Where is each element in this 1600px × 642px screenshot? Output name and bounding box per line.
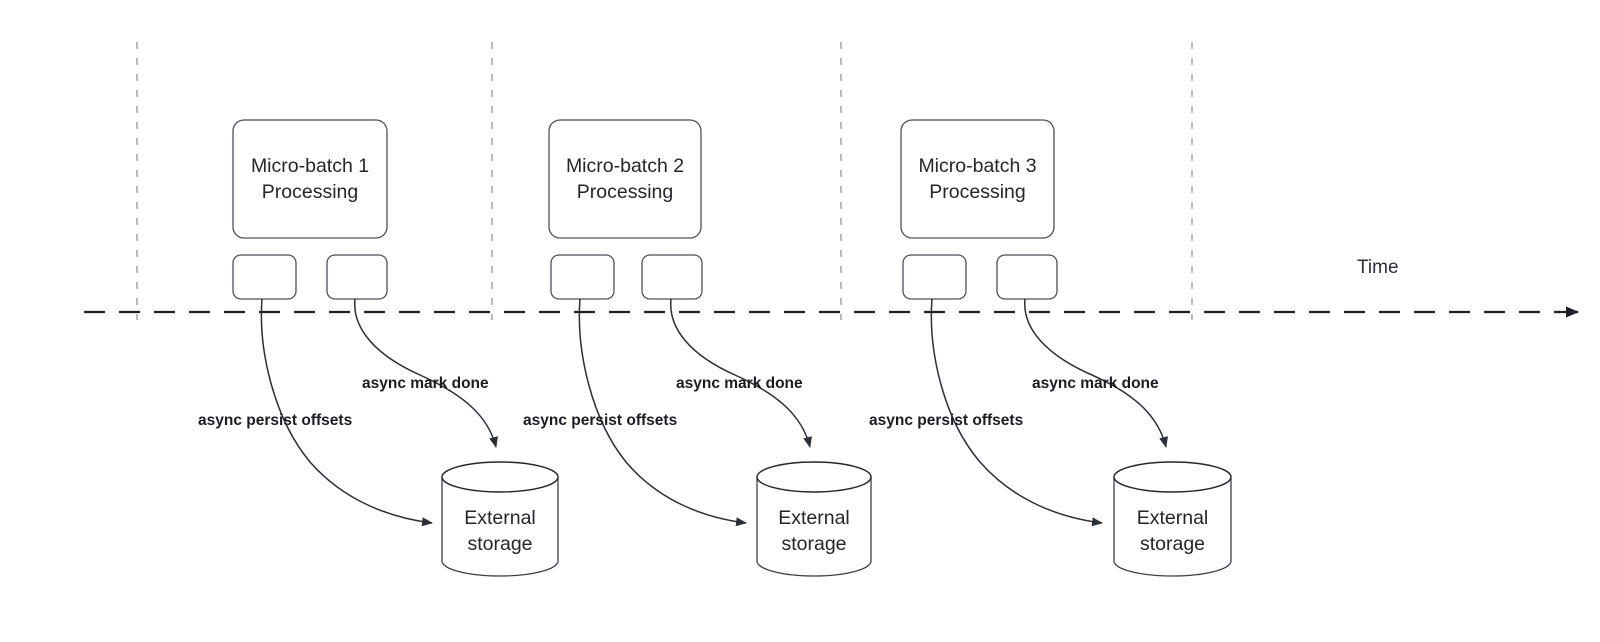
micro-batch-box[interactable] bbox=[232, 119, 388, 239]
micro-batch-title-line2: Processing bbox=[262, 181, 358, 203]
persist-offsets-arrow bbox=[578, 298, 747, 527]
persist-label: async persist offsets bbox=[198, 412, 352, 429]
persist-label: async persist offsets bbox=[869, 412, 1023, 429]
persist-label: async persist offsets bbox=[523, 412, 677, 429]
mark-label: async mark done bbox=[362, 375, 489, 392]
task-box-mark[interactable] bbox=[641, 254, 703, 300]
micro-batch-title-line1: Micro-batch 1 bbox=[251, 155, 369, 177]
task-box-persist[interactable] bbox=[902, 254, 967, 300]
persist-offsets-arrow bbox=[260, 298, 433, 527]
mark-done-arrow bbox=[1024, 298, 1168, 448]
external-storage-label-line1: External bbox=[1137, 507, 1209, 529]
external-storage-cylinder-top bbox=[756, 461, 872, 493]
external-storage-cylinder-body[interactable] bbox=[756, 476, 872, 577]
micro-batch-box[interactable] bbox=[548, 119, 702, 239]
external-storage-cylinder-top bbox=[1113, 461, 1232, 493]
micro-batch-title-line2: Processing bbox=[577, 181, 673, 203]
external-storage-cylinder-body[interactable] bbox=[441, 476, 559, 577]
external-storage-label-line2: storage bbox=[1140, 533, 1205, 555]
external-storage-label-line2: storage bbox=[781, 533, 846, 555]
time-axis-label: Time bbox=[1357, 257, 1399, 278]
task-box-mark[interactable] bbox=[996, 254, 1058, 300]
micro-batch-title-line1: Micro-batch 2 bbox=[566, 155, 684, 177]
external-storage-label-line1: External bbox=[778, 507, 850, 529]
external-storage-cylinder-body[interactable] bbox=[1113, 476, 1232, 577]
micro-batch-title-line1: Micro-batch 3 bbox=[918, 155, 1036, 177]
external-storage-label-line1: External bbox=[464, 507, 536, 529]
micro-batch-box[interactable] bbox=[900, 119, 1055, 239]
task-box-persist[interactable] bbox=[550, 254, 615, 300]
micro-batch-title-line2: Processing bbox=[929, 181, 1025, 203]
timeline-group: Time bbox=[84, 257, 1579, 318]
external-storage-cylinder-top bbox=[441, 461, 559, 493]
task-box-mark[interactable] bbox=[326, 254, 388, 300]
persist-offsets-arrow bbox=[930, 298, 1103, 527]
external-storage-label-line2: storage bbox=[467, 533, 532, 555]
task-box-persist[interactable] bbox=[232, 254, 297, 300]
mark-done-arrow bbox=[670, 298, 812, 448]
mark-label: async mark done bbox=[1032, 375, 1159, 392]
mark-label: async mark done bbox=[676, 375, 803, 392]
mark-done-arrow bbox=[354, 298, 498, 448]
